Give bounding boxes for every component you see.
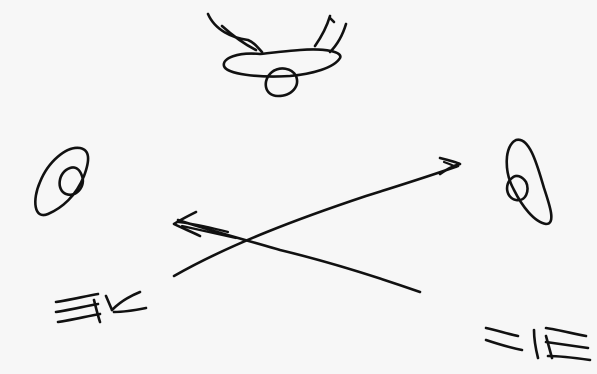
ear-right-icon	[507, 140, 552, 224]
movement-marks-icon	[486, 328, 590, 360]
ear-left-icon	[35, 148, 88, 215]
movement-marks-icon	[56, 292, 146, 322]
mouse-top-view-icon	[208, 14, 346, 96]
leftward-arrow-icon	[174, 212, 420, 292]
